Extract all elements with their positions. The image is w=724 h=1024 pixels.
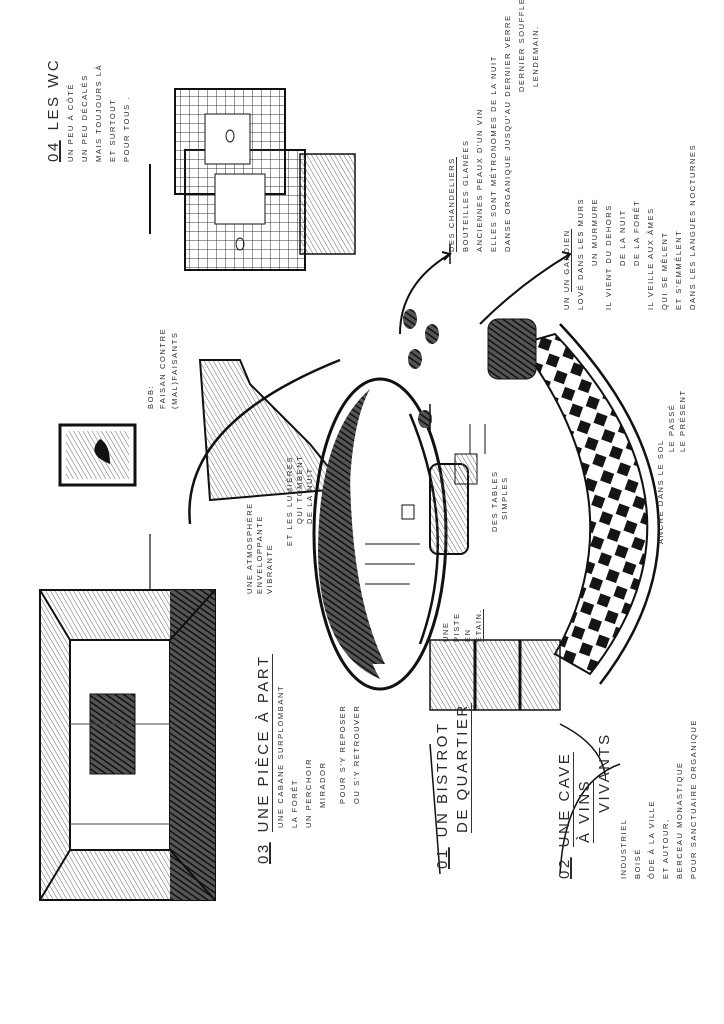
bottles-drawing bbox=[403, 309, 439, 428]
ancre-line: LE PRÉSENT bbox=[678, 389, 687, 452]
piste-line: EN bbox=[463, 628, 472, 642]
piece-title: UNE PIÈCE À PART bbox=[255, 654, 273, 833]
gardien-line: DE LA FORÊT bbox=[632, 199, 641, 266]
ancre-line: LE PASSÉ bbox=[667, 403, 676, 452]
piste-line: ÉTAIN. bbox=[474, 608, 484, 642]
bar-counter bbox=[429, 463, 469, 555]
wc-line: MAIS TOUJOURS LÀ bbox=[94, 63, 103, 162]
wc-title: LES WC bbox=[45, 57, 62, 131]
gardien-text-block: UN UN GARDIEN LOVÉ DANS LES MURS UN MURM… bbox=[560, 144, 700, 310]
lumieres-line: QUI TOMBENT bbox=[295, 454, 304, 524]
chandeliers-line: DERNIER SOUFFLE bbox=[517, 0, 526, 92]
ancre-line: ANCRE DANS LE SOL bbox=[656, 439, 665, 544]
wc-line: ET SURTOUT bbox=[108, 98, 117, 162]
chandeliers-line: BOUTEILLES GLANÉES bbox=[461, 139, 470, 252]
chandeliers-line: LENDEMAIN. bbox=[531, 25, 540, 87]
cave-line: INDUSTRIEL bbox=[619, 818, 628, 879]
piece-line: LA FORÊT bbox=[290, 778, 299, 828]
wc-rooms-drawing bbox=[174, 88, 356, 271]
cave-title-2: À VINS bbox=[576, 778, 594, 843]
painting-on-wall bbox=[89, 693, 136, 775]
piece-line: POUR S'Y REPOSER bbox=[338, 704, 347, 804]
bob-text: BOB: FAISAN CONTRE (MAL)FAISANTS bbox=[145, 328, 181, 409]
framed-pheasant-picture bbox=[58, 423, 137, 487]
ancre-text: ANCRE DANS LE SOL LE PASSÉ LE PRÉSENT bbox=[655, 389, 688, 544]
cave-line: BERCEAU MONASTIQUE bbox=[675, 761, 684, 879]
tables-line: DES TABLES bbox=[490, 470, 499, 532]
atmosphere-text: UNE ATMOSPHÈRE ENVELOPPANTE VIBRANTE bbox=[245, 502, 275, 594]
wine-rack-drawing bbox=[429, 639, 606, 775]
tables-text: DES TABLES SIMPLES bbox=[490, 470, 510, 532]
wc-line: POUR TOUS . bbox=[122, 95, 131, 162]
chandeliers-line: ANCIENNES PEAUX D'UN VIN bbox=[475, 107, 484, 252]
piste-line: UNE bbox=[441, 621, 450, 642]
cash-register bbox=[401, 504, 415, 520]
gardien-line: IL VIENT DU DEHORS bbox=[604, 204, 613, 310]
chandeliers-line: DANSE ORGANIQUE JUSQU'AU DERNIER VERRE bbox=[503, 14, 512, 252]
bistrot-number: 01 bbox=[434, 847, 451, 869]
piece-line: UN PERCHOIR bbox=[304, 757, 313, 828]
gardien-line: ET S'EMMÊLENT bbox=[674, 229, 683, 310]
gardien-line: LOVÉ DANS LES MURS bbox=[576, 197, 585, 310]
bob-line: (MAL)FAISANTS bbox=[170, 331, 179, 409]
gardien-line: QUI SE MÊLENT bbox=[660, 231, 669, 310]
cave-line: BOISÉ bbox=[633, 848, 642, 879]
piece-line: UNE CABANE SURPLOMBANT bbox=[276, 684, 285, 828]
lumieres-line: ET LES LUMIÈRES bbox=[285, 455, 294, 546]
piste-line: PISTE bbox=[452, 612, 461, 642]
cave-title-3: VIVANTS bbox=[596, 732, 613, 813]
gardien-line: DE LA NUIT bbox=[618, 209, 627, 266]
cave-line: ET AUTOUR, bbox=[661, 818, 670, 879]
lumieres-text: ET LES LUMIÈRES QUI TOMBENT DE LA NUIT bbox=[285, 455, 315, 546]
bob-line: FAISAN CONTRE bbox=[158, 327, 167, 409]
piste-text: UNE PISTE EN ÉTAIN. bbox=[440, 608, 484, 642]
bar-area-drawing bbox=[312, 377, 469, 691]
cave-text-block: 02 UNE CAVE À VINS VIVANTS INDUSTRIEL BOI… bbox=[555, 719, 701, 879]
cabin-room-drawing bbox=[39, 534, 216, 901]
atmosphere-line: UNE ATMOSPHÈRE bbox=[245, 502, 254, 594]
piece-number: 03 bbox=[255, 842, 272, 864]
chandeliers-text-block: DES CHANDELIERS BOUTEILLES GLANÉES ANCIE… bbox=[445, 0, 543, 252]
sofa-drawing bbox=[487, 318, 537, 380]
checkerboard-floor-drawing bbox=[518, 323, 661, 685]
bistrot-text-block: 01 UN BISTROT DE QUARTIER bbox=[433, 703, 473, 869]
tables-line: SIMPLES bbox=[500, 476, 509, 520]
cave-line: ÔDE À LA VILLE bbox=[647, 799, 656, 879]
gardien-heading: UN GARDIEN bbox=[562, 229, 572, 293]
wc-number: 04 bbox=[45, 140, 62, 162]
chairs-drawing bbox=[454, 424, 486, 485]
wc-text-block: 04 LES WC UN PEU À CÔTÉ UN PEU DÉCALÉS MA… bbox=[44, 58, 134, 162]
piece-text-block: 03 UNE PIÈCE À PART UNE CABANE SURPLOMBAN… bbox=[254, 654, 364, 864]
wc-line: UN PEU À CÔTÉ bbox=[66, 82, 75, 162]
cave-line: POUR SANCTUAIRE ORGANIQUE bbox=[689, 718, 698, 879]
gardien-line: DANS LES LANGUES NOCTURNES bbox=[688, 143, 697, 310]
arrows bbox=[149, 164, 621, 875]
cave-title: UNE CAVE bbox=[556, 751, 574, 848]
piece-line: MIRADOR bbox=[318, 761, 327, 808]
gardien-line: IL VEILLE AUX ÂMES bbox=[646, 207, 655, 310]
bistrot-subtitle: DE QUARTIER bbox=[454, 703, 472, 833]
bistrot-title: UN BISTROT bbox=[434, 721, 451, 838]
chandeliers-heading: DES CHANDELIERS bbox=[447, 157, 457, 252]
lumieres-line: DE LA NUIT bbox=[305, 467, 314, 524]
atmosphere-line: ENVELOPPANTE bbox=[255, 514, 264, 594]
wc-line: UN PEU DÉCALÉS bbox=[80, 74, 89, 162]
chandeliers-line: ELLES SONT MÉTRONOMES DE LA NUIT bbox=[489, 55, 498, 252]
atmosphere-line: VIBRANTE bbox=[265, 543, 274, 594]
gardien-line: UN MURMURE bbox=[590, 197, 599, 266]
bob-line: BOB: bbox=[146, 384, 155, 409]
cave-number: 02 bbox=[556, 857, 573, 879]
staircase-drawing bbox=[188, 358, 342, 525]
piece-line: OU S'Y RETROUVER bbox=[352, 704, 361, 804]
